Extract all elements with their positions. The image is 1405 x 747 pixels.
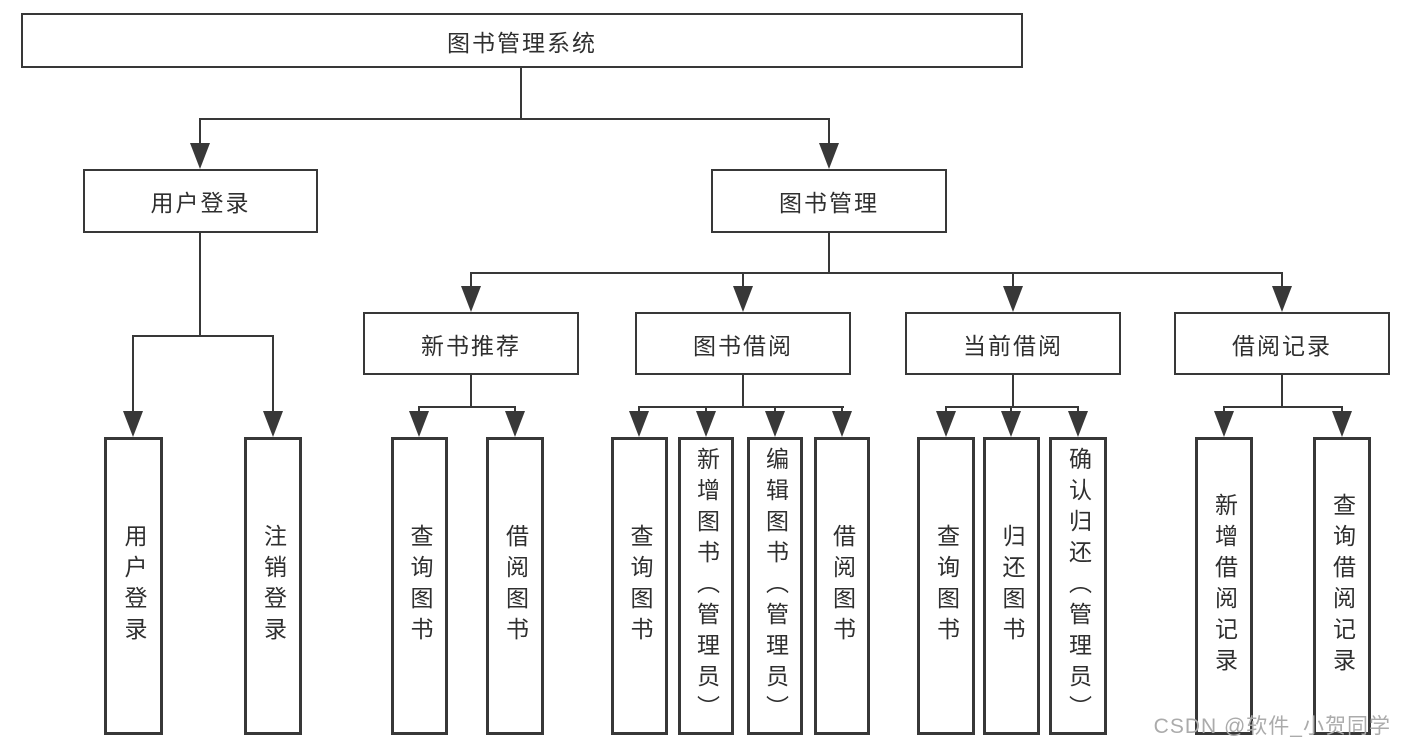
leaf-record-query-borrow-record: 查询借阅记录: [1313, 437, 1371, 735]
connector-line: [470, 272, 472, 288]
leaf-record-add-borrow-record: 新增借阅记录: [1195, 437, 1253, 735]
arrow-down-icon: [765, 411, 785, 437]
connector-line: [470, 272, 1283, 274]
arrow-down-icon: [505, 411, 525, 437]
connector-line: [418, 406, 516, 408]
connector-line: [272, 335, 274, 413]
connector-line: [828, 233, 830, 274]
connector-line: [470, 375, 472, 408]
node-root: 图书管理系统: [21, 13, 1023, 68]
connector-line: [199, 233, 201, 337]
connector-line: [742, 272, 744, 288]
connector-line: [132, 335, 134, 413]
arrow-down-icon: [936, 411, 956, 437]
leaf-current-confirm-return-admin: 确认归还（管理员）: [1049, 437, 1107, 735]
connector-line: [945, 406, 1079, 408]
node-book-borrow: 图书借阅: [635, 312, 851, 375]
arrow-down-icon: [190, 143, 210, 169]
node-current-borrow: 当前借阅: [905, 312, 1121, 375]
arrow-down-icon: [1272, 286, 1292, 312]
connector-line: [1223, 406, 1343, 408]
arrow-down-icon: [733, 286, 753, 312]
arrow-down-icon: [409, 411, 429, 437]
arrow-down-icon: [123, 411, 143, 437]
connector-line: [1012, 272, 1014, 288]
node-book-management: 图书管理: [711, 169, 947, 233]
arrow-down-icon: [696, 411, 716, 437]
arrow-down-icon: [1068, 411, 1088, 437]
leaf-user-login: 用户登录: [104, 437, 163, 735]
connector-line: [132, 335, 274, 337]
leaf-logout: 注销登录: [244, 437, 302, 735]
arrow-down-icon: [629, 411, 649, 437]
node-new-book-recommend: 新书推荐: [363, 312, 579, 375]
connector-line: [520, 68, 522, 119]
connector-line: [1012, 375, 1014, 408]
arrow-down-icon: [263, 411, 283, 437]
connector-line: [1281, 272, 1283, 288]
leaf-newbook-query-book: 查询图书: [391, 437, 448, 735]
arrow-down-icon: [1332, 411, 1352, 437]
watermark: CSDN @软件_小贺同学: [1153, 715, 1391, 738]
arrow-down-icon: [1214, 411, 1234, 437]
node-user-login: 用户登录: [83, 169, 318, 233]
arrow-down-icon: [1003, 286, 1023, 312]
connector-line: [1281, 375, 1283, 408]
arrow-down-icon: [832, 411, 852, 437]
leaf-borrow-borrow-book: 借阅图书: [814, 437, 870, 735]
leaf-newbook-borrow-book: 借阅图书: [486, 437, 544, 735]
leaf-borrow-edit-book-admin: 编辑图书（管理员）: [747, 437, 803, 735]
connector-line: [199, 118, 201, 146]
leaf-borrow-add-book-admin: 新增图书（管理员）: [678, 437, 734, 735]
arrow-down-icon: [1001, 411, 1021, 437]
leaf-borrow-query-book: 查询图书: [611, 437, 668, 735]
connector-line: [199, 118, 830, 120]
leaf-current-return-book: 归还图书: [983, 437, 1040, 735]
arrow-down-icon: [819, 143, 839, 169]
connector-line: [742, 375, 744, 408]
arrow-down-icon: [461, 286, 481, 312]
connector-line: [638, 406, 844, 408]
connector-line: [828, 118, 830, 146]
node-borrow-record: 借阅记录: [1174, 312, 1390, 375]
leaf-current-query-book: 查询图书: [917, 437, 975, 735]
